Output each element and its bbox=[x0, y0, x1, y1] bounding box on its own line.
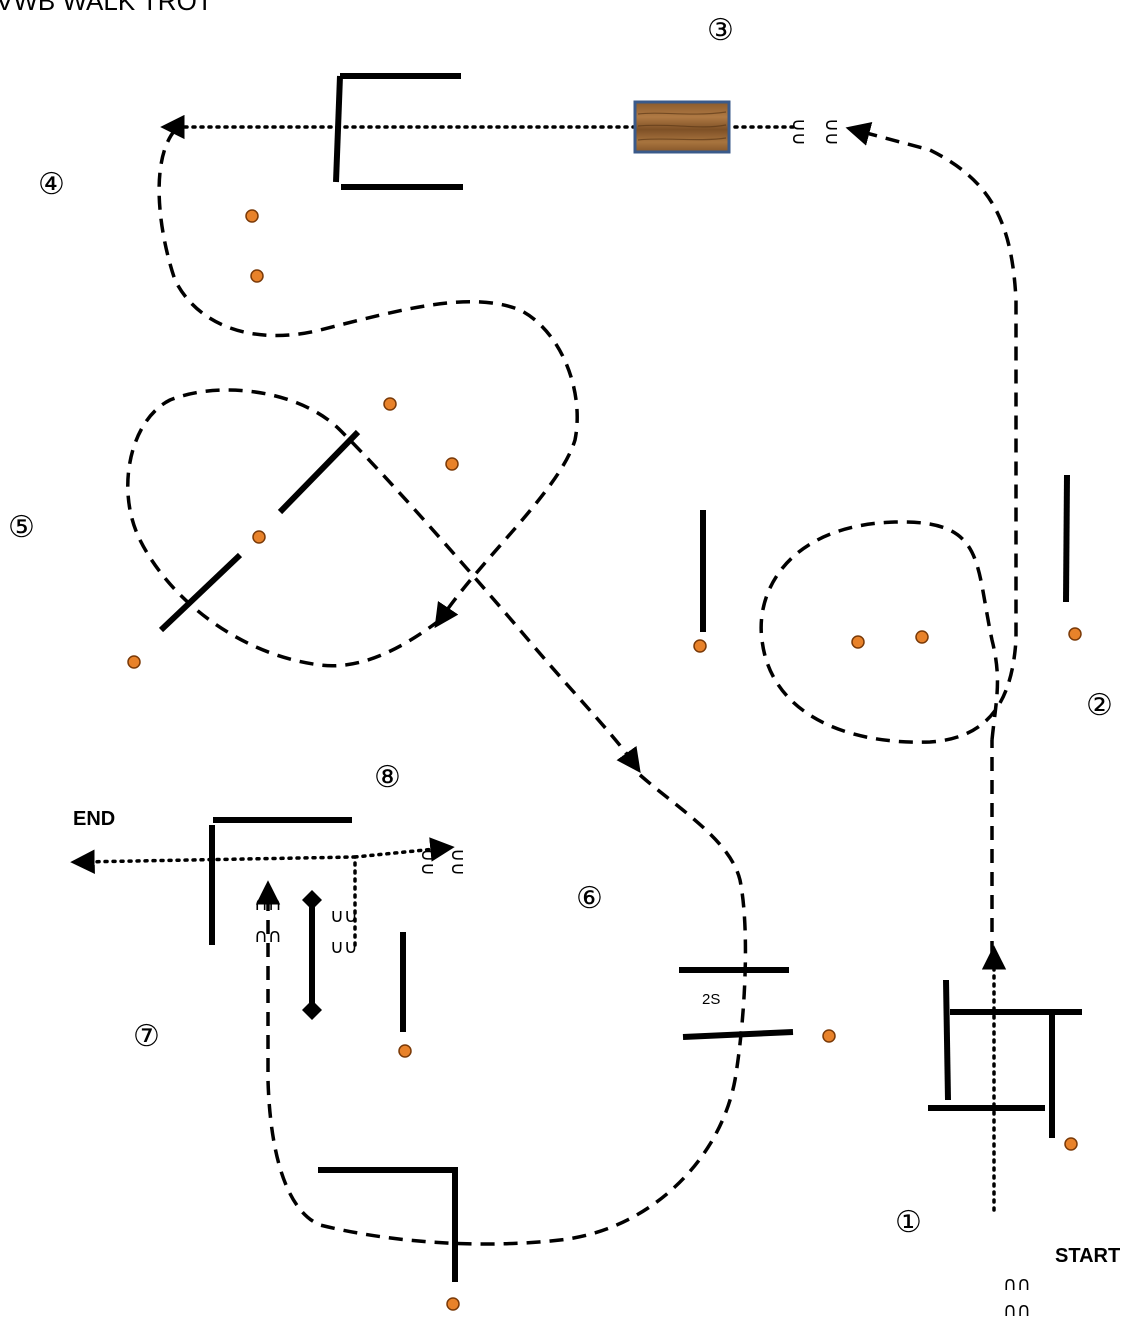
route-segment-4-loop bbox=[157, 128, 579, 629]
cones bbox=[127, 209, 1082, 1311]
obstacle-number-7: ⑦ bbox=[133, 1019, 160, 1054]
footprints-8-1: ∩∩ bbox=[416, 848, 438, 876]
cone bbox=[1068, 627, 1082, 641]
poles bbox=[158, 73, 1082, 1282]
dashed-route bbox=[126, 121, 1018, 1246]
route-segment-5-figure bbox=[126, 388, 641, 773]
pole-2-right bbox=[1063, 474, 1070, 603]
footprints-7-2: ∩∩ bbox=[254, 925, 282, 947]
cone bbox=[1064, 1137, 1078, 1151]
route-segment-loop-2-to-3 bbox=[759, 121, 1018, 744]
pole-1-left bbox=[943, 979, 951, 1101]
cone bbox=[250, 269, 264, 283]
pole-5-lower bbox=[158, 552, 243, 633]
cone bbox=[445, 457, 459, 471]
footprints-start-2: ∩∩ bbox=[1003, 1299, 1031, 1321]
cone bbox=[127, 655, 141, 669]
cone bbox=[446, 1297, 460, 1311]
cone bbox=[252, 530, 266, 544]
wood-grain bbox=[637, 111, 727, 141]
raised-end-top bbox=[302, 890, 322, 910]
obstacle-number-4: ④ bbox=[38, 167, 65, 202]
course-title: VWB WALK TROT bbox=[0, 0, 213, 16]
obstacle-number-6: ⑥ bbox=[576, 881, 603, 916]
cone bbox=[851, 635, 865, 649]
raised-end-bottom bbox=[302, 1000, 322, 1020]
footprints-7-1: ∩∩ bbox=[254, 893, 282, 915]
cone bbox=[822, 1029, 836, 1043]
footprints-7-back-2: ∪∪ bbox=[330, 936, 358, 958]
route-segment-6-to-7 bbox=[255, 773, 748, 1246]
dotted-line-end bbox=[70, 849, 357, 874]
end-label: END bbox=[73, 808, 115, 830]
dotted-route bbox=[70, 114, 1007, 1212]
footprints-3-1: ∪∪ bbox=[788, 118, 810, 146]
obstacle-number-2: ② bbox=[1086, 688, 1113, 723]
two-strides-label: 2S bbox=[702, 991, 720, 1008]
pole-6-bottom bbox=[682, 1029, 794, 1040]
pole-5-upper bbox=[277, 429, 361, 515]
cone bbox=[398, 1044, 412, 1058]
obstacle-number-8: ⑧ bbox=[374, 760, 401, 795]
obstacle-number-3: ③ bbox=[707, 13, 734, 48]
footprints-3-2: ∪∪ bbox=[821, 118, 843, 146]
dotted-line-8-right bbox=[353, 837, 455, 862]
cone bbox=[383, 397, 397, 411]
obstacle-number-1: ① bbox=[895, 1205, 922, 1240]
cone bbox=[245, 209, 259, 223]
wood-bridge bbox=[633, 100, 731, 154]
pole-4-left bbox=[333, 75, 343, 183]
obstacle-number-5: ⑤ bbox=[8, 510, 35, 545]
cone bbox=[915, 630, 929, 644]
start-label: START bbox=[1055, 1245, 1120, 1267]
footprints-7-back-1: ∪∪ bbox=[330, 905, 358, 927]
footprints-start-1: ∩∩ bbox=[1003, 1273, 1031, 1295]
cone bbox=[693, 639, 707, 653]
footprints-8-2: ∩∩ bbox=[446, 848, 468, 876]
